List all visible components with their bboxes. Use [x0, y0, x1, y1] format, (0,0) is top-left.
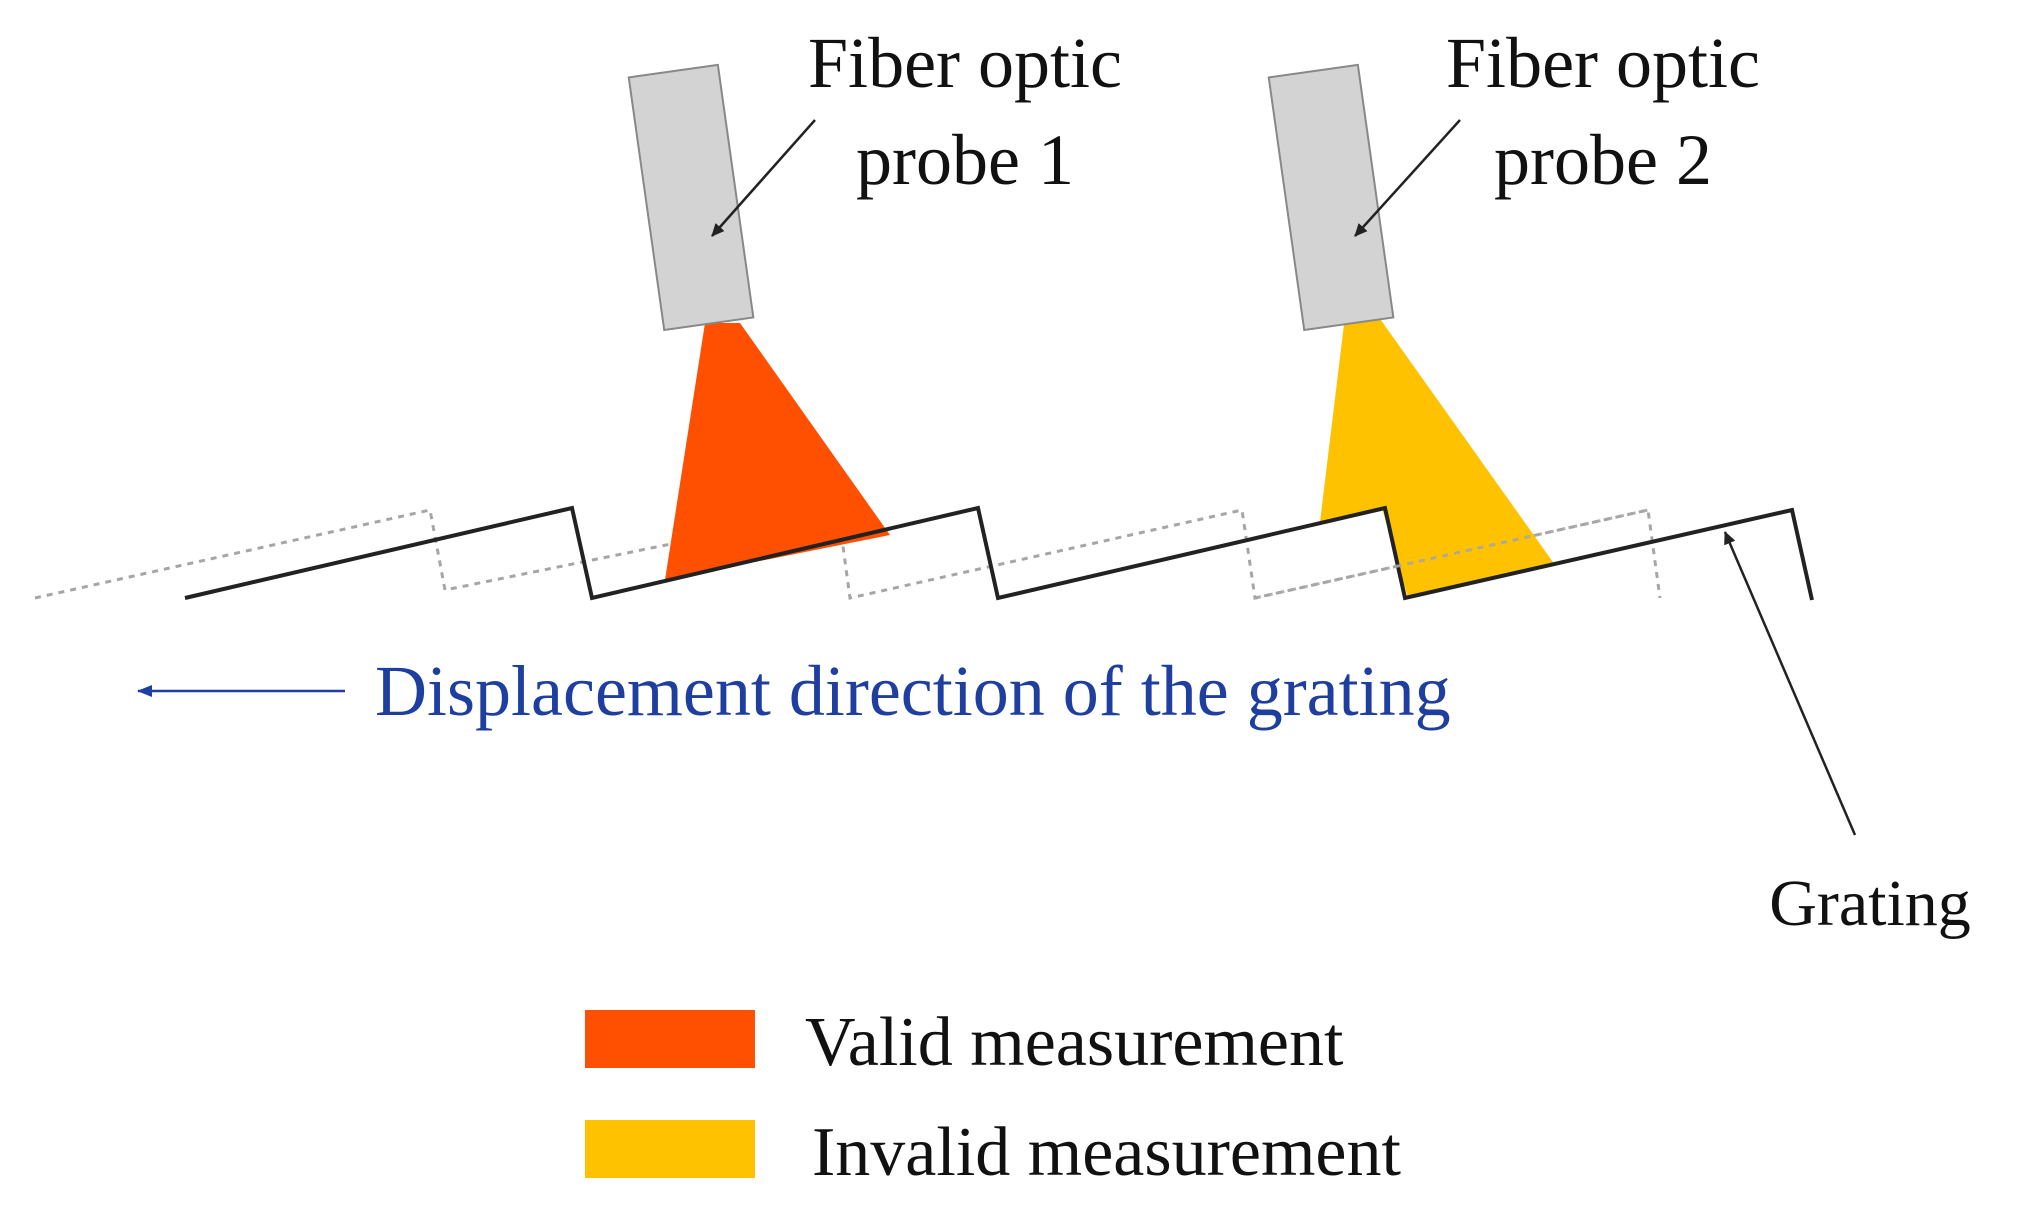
- grating-profile: [184, 505, 1814, 601]
- fiber-optic-probe-1: [627, 63, 755, 332]
- legend-label-invalid: Invalid measurement: [812, 1114, 1402, 1191]
- direction-label: Displacement direction of the grating: [375, 651, 1451, 731]
- probe1-pointer-arrow: [711, 119, 816, 237]
- legend-swatch-valid: [585, 1010, 755, 1068]
- grating-label: Grating: [1769, 867, 1971, 940]
- legend-label-valid: Valid measurement: [805, 1004, 1344, 1081]
- probe1-label-line2: probe 1: [856, 120, 1074, 200]
- fiber-optic-probe-2: [1267, 63, 1395, 332]
- probe2-label-line1: Fiber optic: [1446, 23, 1760, 103]
- grating-pointer-arrow: [1723, 531, 1857, 836]
- valid-measurement-beam: [665, 323, 890, 580]
- probe1-label-line1: Fiber optic: [808, 23, 1122, 103]
- ghost-grating-outline: [34, 508, 1662, 600]
- probe2-label-line2: probe 2: [1494, 120, 1712, 200]
- legend-swatch-invalid: [585, 1120, 755, 1178]
- probe2-pointer-arrow: [1354, 119, 1461, 237]
- invalid-measurement-beam: [1320, 316, 1555, 598]
